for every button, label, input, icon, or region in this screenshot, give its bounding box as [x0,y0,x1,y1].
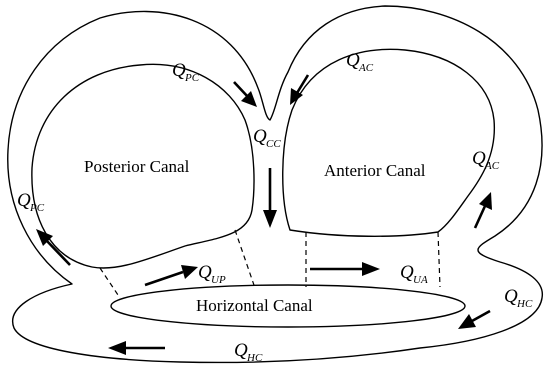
arrow-q-up [145,265,198,285]
arrow-q-pc-top [234,82,257,107]
anterior-canal-outline [283,49,495,236]
label-q-hc-right: Q HC [504,286,533,310]
arrow-q-ua [310,262,380,276]
utricle-connector-anterior-right [438,232,440,287]
svg-text:HC: HC [516,298,533,310]
svg-text:UA: UA [413,274,428,286]
svg-text:PC: PC [29,202,45,214]
svg-text:CC: CC [266,138,281,150]
arrow-q-pc-left [36,229,70,265]
label-q-ac-top: Q AC [346,50,374,74]
label-q-up: Q UP [198,262,226,286]
svg-text:Q: Q [234,340,248,361]
arrow-q-ac-top [290,75,308,105]
arrow-q-ac-right [475,192,492,228]
label-q-hc-bottom: Q HC [234,340,263,364]
arrow-q-cc [263,168,277,228]
svg-text:AC: AC [484,160,500,172]
horizontal-canal-label: Horizontal Canal [196,296,313,315]
svg-text:Q: Q [400,262,414,283]
arrow-q-hc-right [458,311,490,329]
posterior-canal-label: Posterior Canal [84,157,190,176]
utricle-connector-posterior-right [235,230,255,288]
svg-text:Q: Q [253,126,267,147]
svg-text:Q: Q [198,262,212,283]
svg-text:PC: PC [184,72,200,84]
label-q-pc-left: Q PC [17,190,45,214]
label-q-ac-right: Q AC [472,148,500,172]
svg-text:Q: Q [472,148,486,169]
label-q-ua: Q UA [400,262,428,286]
svg-text:Q: Q [346,50,360,71]
anterior-canal-label: Anterior Canal [324,161,426,180]
arrow-q-hc-bottom [108,341,165,355]
svg-text:AC: AC [358,62,374,74]
svg-text:HC: HC [246,352,263,364]
label-q-pc-top: Q PC [172,60,200,84]
utricle-connector-posterior-left [100,268,120,298]
label-q-cc: Q CC [253,126,281,150]
svg-text:Q: Q [504,286,518,307]
svg-text:UP: UP [211,274,226,286]
svg-text:Q: Q [172,60,186,81]
svg-text:Q: Q [17,190,31,211]
